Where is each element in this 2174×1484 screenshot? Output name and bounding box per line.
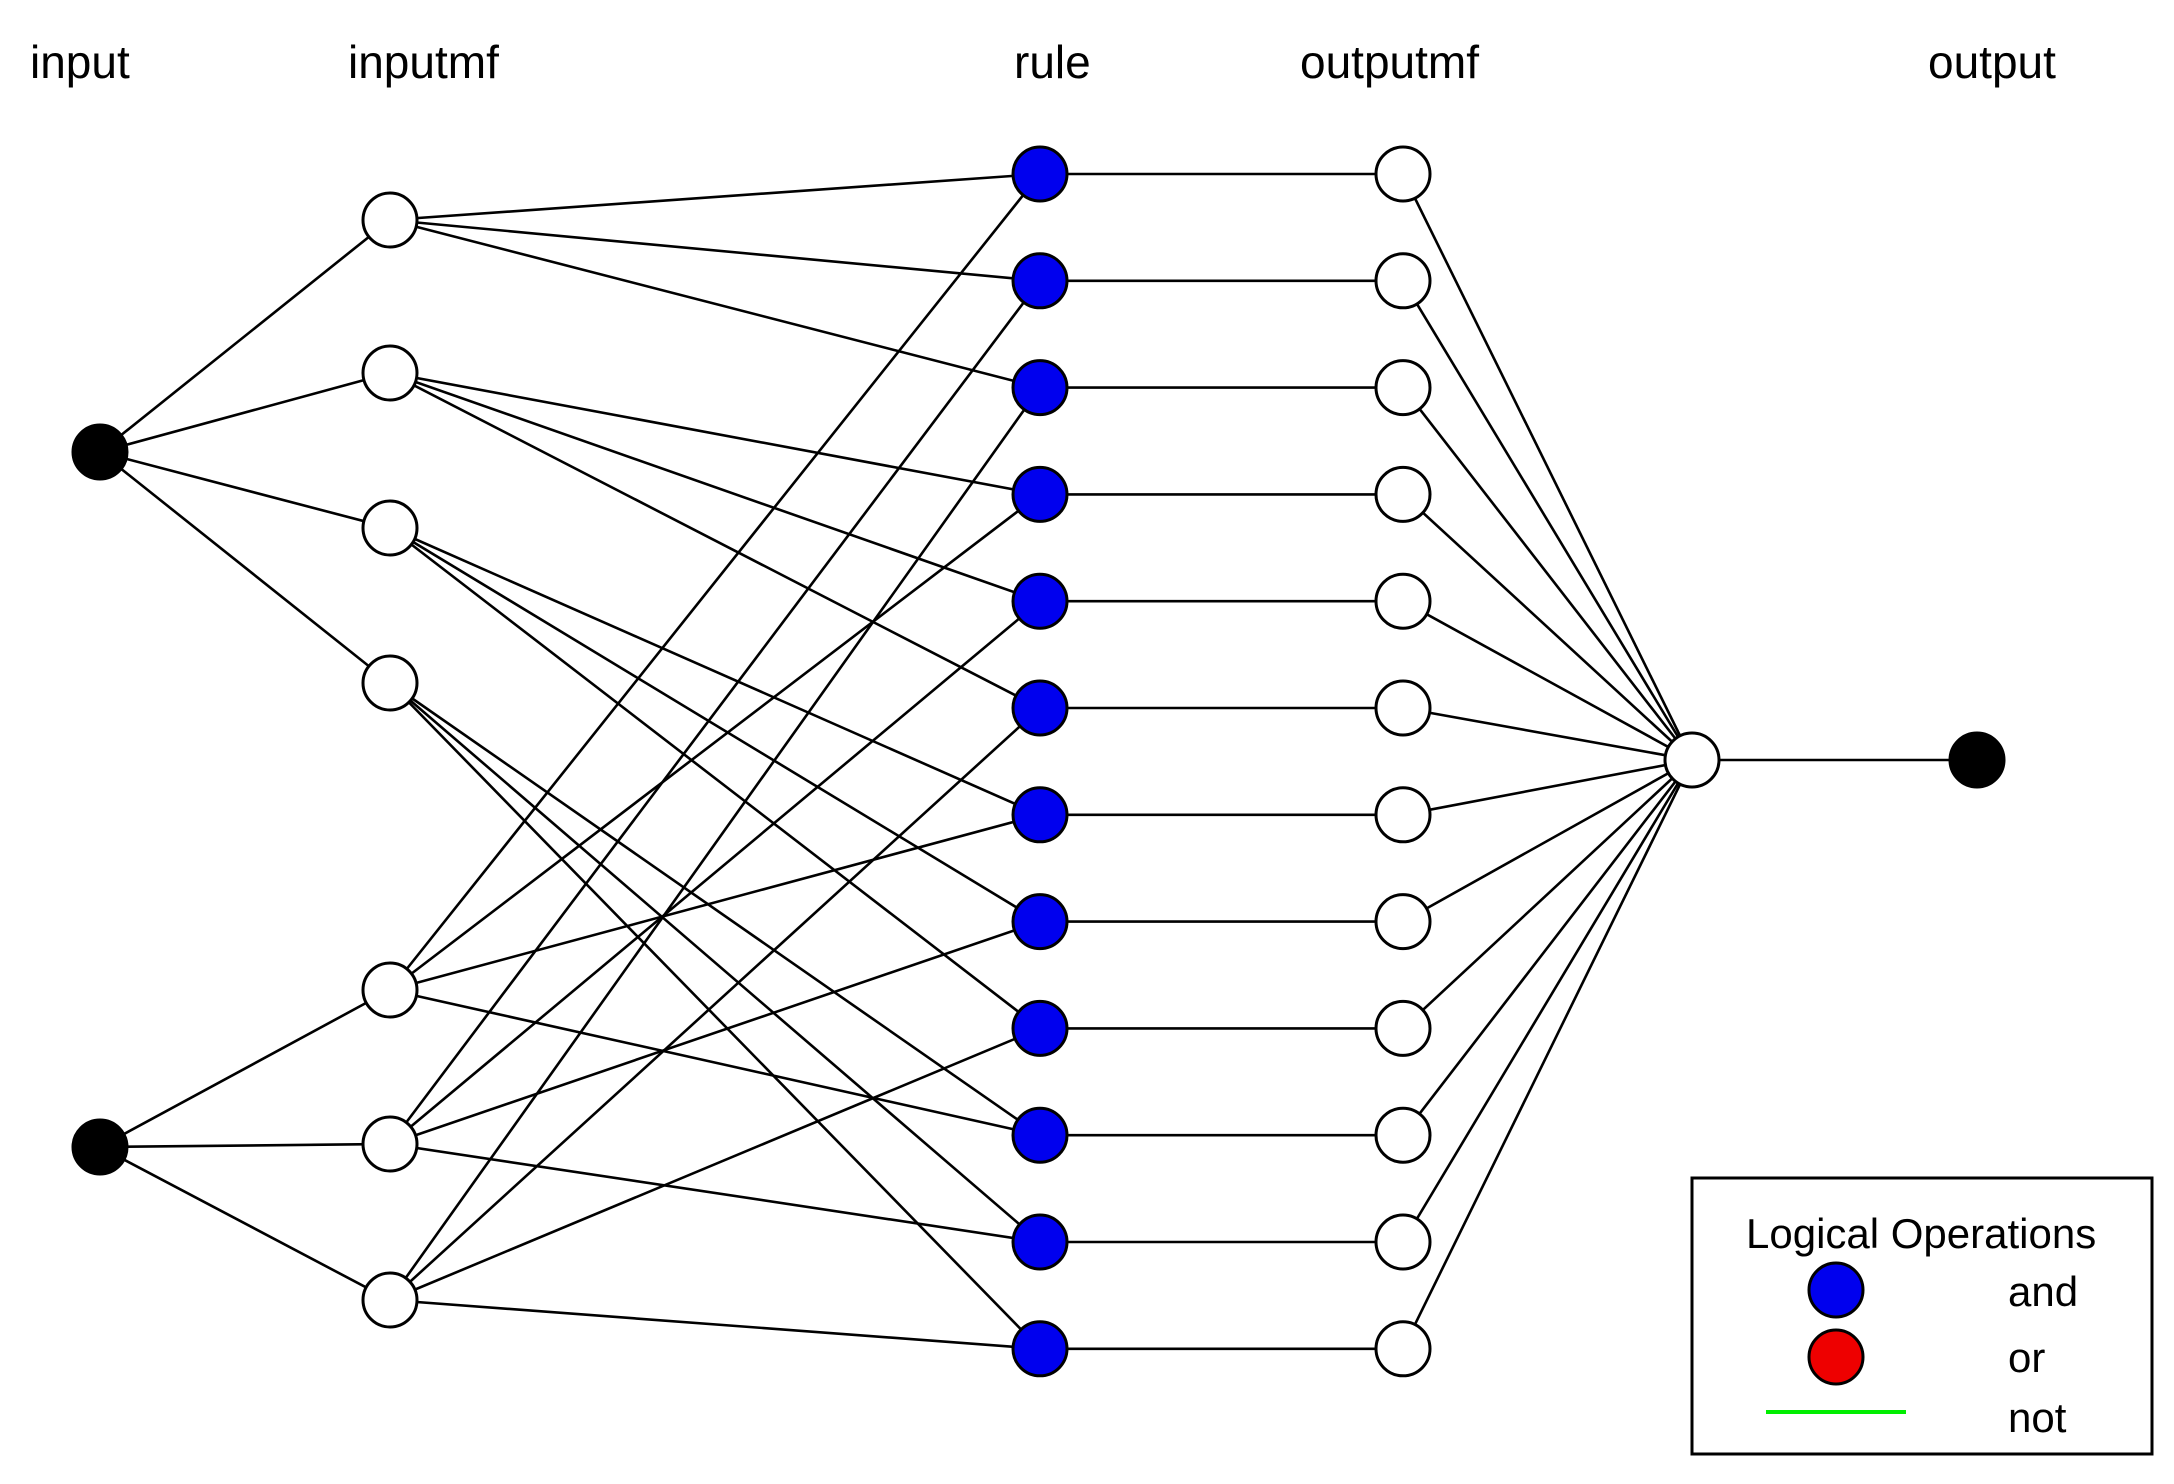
edge-inputmf-to-rule [389, 682, 1041, 1350]
rule-node-and [1011, 999, 1069, 1057]
edge-inputmf-to-rule [389, 681, 1041, 1137]
edge-outputmf-to-aggregate [1402, 493, 1693, 761]
edge-inputmf-to-rule [388, 280, 1042, 1145]
column-label-inputmf: inputmf [348, 36, 499, 88]
edge-input-to-inputmf [99, 450, 391, 530]
edge-outputmf-to-aggregate [1402, 758, 1693, 817]
input-node [71, 1118, 129, 1176]
legend-not-label: not [2008, 1394, 2067, 1441]
outputmf-node [1374, 999, 1432, 1057]
legend-and-label: and [2008, 1268, 2078, 1315]
rule-node-and [1011, 572, 1069, 630]
outputmf-node [1374, 786, 1432, 844]
inputmf-node [361, 961, 419, 1019]
edge-inputmf-to-rule [389, 682, 1041, 1243]
edge-inputmf-to-rule [389, 526, 1041, 816]
edge-inputmf-to-rule [389, 988, 1041, 1137]
edge-inputmf-to-rule [389, 1027, 1041, 1302]
edge-inputmf-to-rule [389, 371, 1041, 710]
rule-node-and [1011, 145, 1069, 203]
edge-inputmf-to-rule [389, 526, 1041, 923]
edge-inputmf-to-rule [389, 920, 1041, 1146]
rule-node-and [1011, 465, 1069, 523]
edge-inputmf-to-rule [389, 707, 1041, 1301]
legend-and-marker [1807, 1261, 1865, 1319]
edge-input-to-inputmf [99, 371, 391, 454]
edge-outputmf-to-aggregate [1402, 758, 1693, 923]
legend-title: Logical Operations [1746, 1210, 2096, 1257]
edge-inputmf-to-rule [389, 526, 1041, 1030]
edge-outputmf-to-aggregate [1401, 759, 1694, 1243]
inputmf-node [361, 499, 419, 557]
outputmf-node [1374, 465, 1432, 523]
rule-node-and [1011, 1213, 1069, 1271]
legend-box [1690, 1176, 2154, 1456]
edge-outputmf-to-aggregate [1402, 600, 1693, 762]
edge-inputmf-to-rule [389, 371, 1041, 496]
edge-inputmf-to-rule [389, 1142, 1041, 1244]
network-nodes [71, 145, 2006, 1378]
column-label-input: input [30, 36, 130, 88]
inputmf-node [361, 344, 419, 402]
rule-node-and [1011, 893, 1069, 951]
edge-inputmf-to-rule [389, 218, 1041, 389]
edge-input-to-inputmf [99, 450, 391, 685]
rule-node-and [1011, 679, 1069, 737]
edge-inputmf-to-rule [389, 493, 1041, 992]
edge-inputmf-to-rule [389, 813, 1041, 992]
rule-node-and [1011, 1320, 1069, 1378]
rule-node-and [1011, 1106, 1069, 1164]
edge-outputmf-to-aggregate [1401, 386, 1694, 761]
edge-outputmf-to-aggregate [1401, 759, 1694, 1350]
rule-node-and [1011, 786, 1069, 844]
edge-inputmf-to-rule [388, 386, 1042, 1301]
outputmf-node [1374, 1106, 1432, 1164]
column-label-outputmf: outputmf [1300, 36, 1479, 88]
legend: Logical Operations and or not [1690, 1176, 2154, 1456]
column-label-output: output [1928, 36, 2056, 88]
inputmf-node [361, 654, 419, 712]
outputmf-node [1374, 893, 1432, 951]
edge-outputmf-to-aggregate [1401, 759, 1694, 1136]
edge-inputmf-to-rule [389, 600, 1041, 1145]
edge-inputmf-to-rule [389, 218, 1041, 283]
rule-node-and [1011, 359, 1069, 417]
edge-input-to-inputmf [99, 218, 391, 454]
edge-inputmf-to-rule [389, 371, 1041, 603]
legend-or-label: or [2008, 1334, 2045, 1381]
edge-input-to-inputmf [99, 1145, 391, 1302]
column-label-rule: rule [1014, 36, 1091, 88]
outputmf-node [1374, 359, 1432, 417]
aggregate-node [1663, 731, 1721, 789]
edge-input-to-inputmf [99, 1142, 391, 1149]
outputmf-node [1374, 252, 1432, 310]
edge-inputmf-to-rule [389, 1298, 1041, 1351]
connection-lines [99, 172, 1977, 1351]
edge-inputmf-to-rule [388, 173, 1042, 991]
outputmf-node [1374, 1320, 1432, 1378]
edge-input-to-inputmf [99, 988, 391, 1149]
outputmf-node [1374, 145, 1432, 203]
rule-node-and [1011, 252, 1069, 310]
outputmf-node [1374, 572, 1432, 630]
input-node [71, 423, 129, 481]
inputmf-node [361, 191, 419, 249]
outputmf-node [1374, 679, 1432, 737]
edge-outputmf-to-aggregate [1401, 280, 1694, 761]
edge-inputmf-to-rule [389, 172, 1041, 222]
output-node [1948, 731, 2006, 789]
inputmf-node [361, 1115, 419, 1173]
outputmf-node [1374, 1213, 1432, 1271]
legend-or-marker [1807, 1328, 1865, 1386]
edge-outputmf-to-aggregate [1402, 759, 1693, 1030]
inputmf-node [361, 1271, 419, 1329]
edge-outputmf-to-aggregate [1402, 706, 1693, 762]
edge-outputmf-to-aggregate [1401, 173, 1694, 761]
